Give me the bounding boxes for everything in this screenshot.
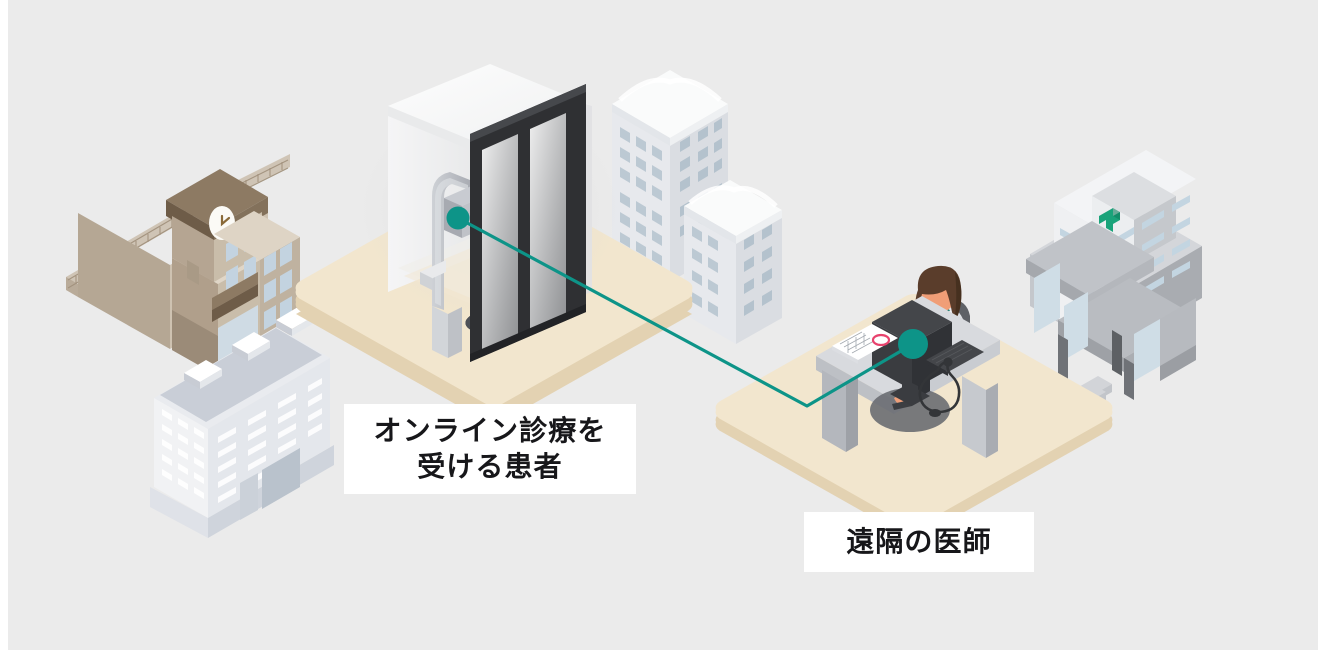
label-patient-text: オンライン診療を 受ける患者 [373,415,607,482]
patient-link-endpoint [446,206,470,230]
building-arched-roof-tower-short [684,180,782,344]
building-white-apartment-tower [150,307,334,538]
building-hospital [1026,150,1202,424]
patient-booth [360,64,620,362]
doctor-workstation [816,265,1000,458]
label-doctor-text: 遠隔の医師 [846,526,992,558]
desk-document [832,324,898,364]
booth-door-frame [470,84,586,362]
label-patient: オンライン診療を 受ける患者 [344,404,636,494]
online-consultation-link [446,206,928,408]
label-doctor: 遠隔の医師 [804,512,1034,572]
doctor-link-endpoint [898,329,928,359]
building-school-clock-tower [66,154,300,376]
